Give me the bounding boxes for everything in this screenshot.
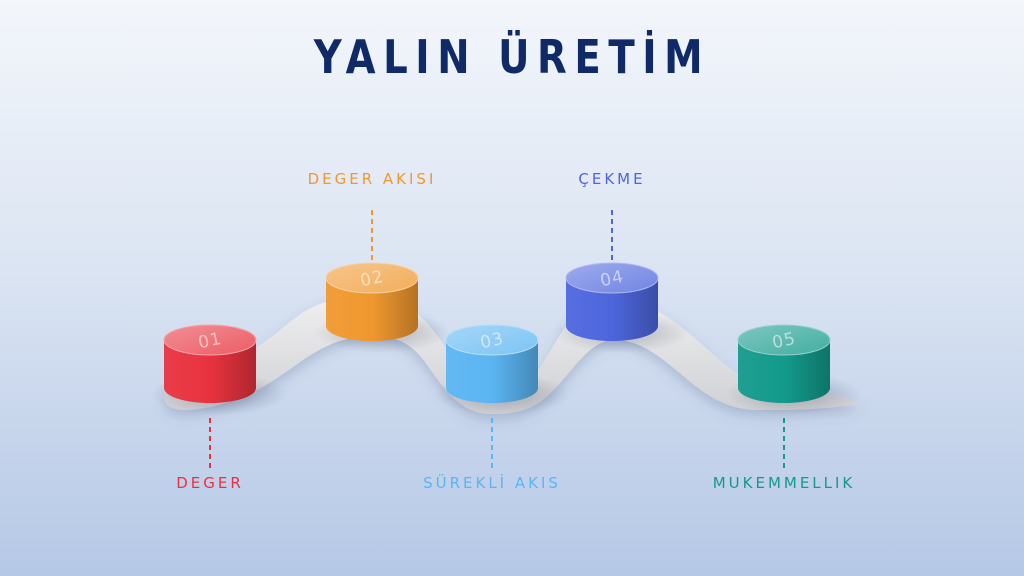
cylinder-top: [445, 324, 539, 356]
step-label: SÜREKLİ AKIS: [423, 473, 561, 492]
step-label: MUKEMMELLIK: [713, 474, 856, 492]
cylinder-body: [446, 340, 538, 403]
step-label: ÇEKME: [578, 170, 645, 188]
cylinder-top: [325, 262, 419, 294]
step-02-node: 02 DEGER AKISI: [308, 170, 450, 353]
slide-title: YALIN ÜRETİM: [313, 30, 711, 84]
cylinder-body: [326, 278, 418, 341]
step-label: DEGER: [176, 474, 244, 492]
step-number: 01: [197, 329, 224, 353]
step-04-node: 04 ÇEKME: [554, 170, 690, 353]
cylinder-body: [164, 340, 256, 403]
cylinder-body: [566, 278, 658, 341]
step-number: 03: [479, 329, 506, 353]
step-number: 02: [359, 267, 386, 291]
cylinder-top: [737, 324, 831, 356]
cylinder-top: [565, 262, 659, 294]
step-number: 05: [771, 329, 798, 353]
step-label: DEGER AKISI: [308, 170, 437, 188]
cylinder-top: [163, 324, 257, 356]
cylinder-body: [738, 340, 830, 403]
step-number: 04: [599, 267, 626, 291]
